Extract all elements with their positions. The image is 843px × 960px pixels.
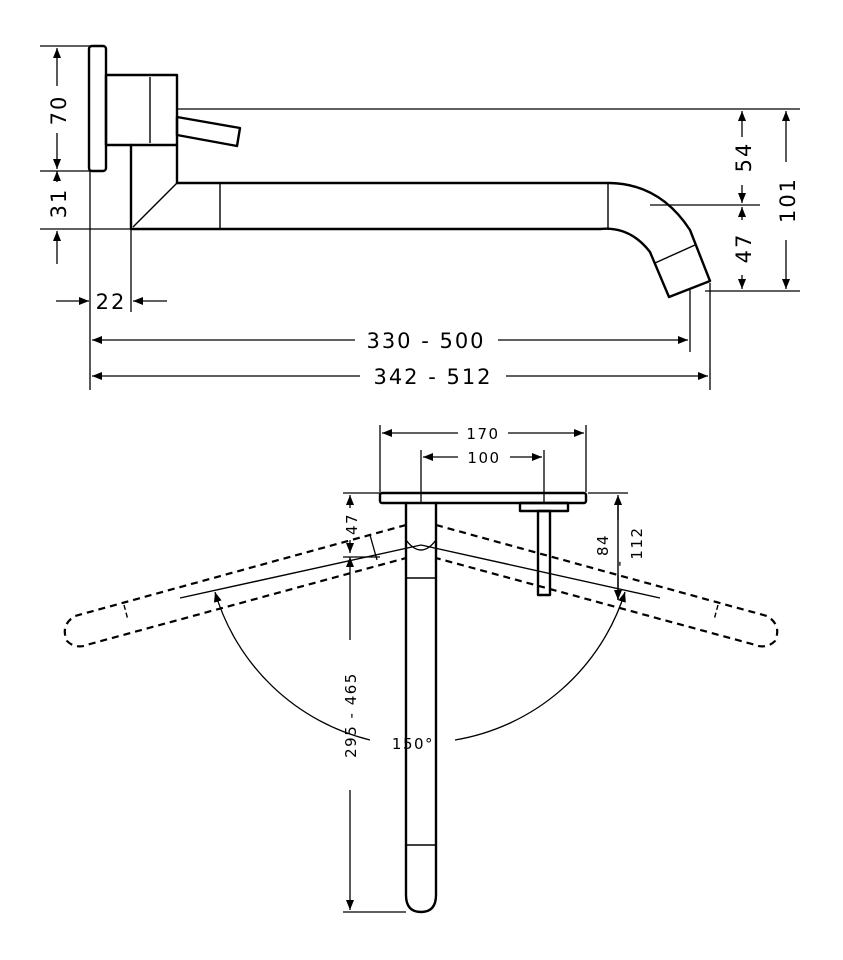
top-view: 150° 170 100 47 295 - 465 84 - 112: [63, 425, 779, 914]
side-view: 70 31 22 54 47 101 330 - 500 342 - 512: [40, 44, 800, 390]
spout-swing-right: [435, 523, 779, 648]
lever-stem: [536, 509, 552, 597]
dim-295-465: 295 - 465: [342, 672, 360, 758]
spout-neck: [129, 143, 179, 231]
dim-84: 84: [594, 534, 612, 556]
dim-47-top: 47: [343, 513, 361, 535]
dim-angle-150: 150°: [392, 735, 434, 753]
dim-54: 54: [732, 142, 756, 173]
spout-swing-left: [63, 523, 407, 648]
dim-112-separator: -: [610, 560, 628, 567]
dim-70: 70: [47, 95, 71, 126]
dim-342-512: 342 - 512: [373, 365, 492, 389]
valve-body: [104, 73, 179, 147]
spout: [129, 181, 712, 299]
dim-31: 31: [47, 188, 71, 219]
dim-112: 112: [628, 526, 646, 559]
plate-top: [378, 491, 588, 505]
dim-101: 101: [776, 177, 800, 223]
dim-170: 170: [466, 425, 499, 443]
wall-plate: [87, 44, 108, 173]
dim-47: 47: [732, 233, 756, 264]
lever-handle: [175, 115, 242, 148]
dim-100: 100: [467, 449, 500, 467]
spout-center: [404, 501, 438, 914]
dim-330-500: 330 - 500: [366, 329, 485, 353]
dim-22: 22: [96, 290, 127, 314]
